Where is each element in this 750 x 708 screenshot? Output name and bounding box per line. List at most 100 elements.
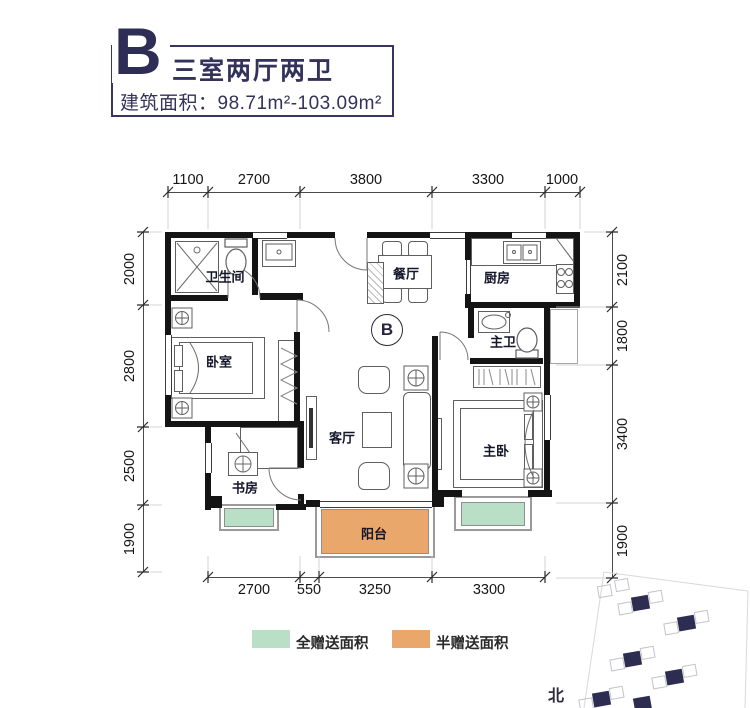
dim-right-0: 2100 [615,253,631,287]
stove [556,264,574,294]
room-label-balcony: 阳台 [360,526,388,542]
ceiling-lamp-icons [171,307,543,489]
wall-segment [260,293,303,300]
area-label: 建筑面积： [120,93,218,114]
room-label-master-bath: 主卫 [489,334,517,350]
sliding-door [320,501,432,508]
wall-segment [470,358,543,364]
window [205,443,212,473]
dim-top-0: 1100 [172,172,204,188]
wall-segment [205,496,222,508]
legend-swatch-full-gift [252,630,290,648]
bed-pillow [174,370,183,392]
dim-bottom-3: 3300 [472,582,506,598]
area-value: 98.71m²-103.09m² [217,93,382,114]
wall-segment [165,232,253,238]
wall-segment [252,238,258,295]
wall-segment [205,473,211,510]
wall-segment [294,295,300,300]
hanger-marks [279,347,536,405]
legend-label-half-gift: 半赠送面积 [436,636,509,652]
area-line: 建筑面积：98.71m²-103.09m² [120,88,382,115]
wall-segment [165,421,304,427]
wall-segment [298,427,304,468]
bed-mattress [179,342,253,394]
wall-segment [432,336,438,501]
dim-bottom-2: 3250 [358,582,392,598]
room-label-living: 客厅 [328,430,356,446]
window [544,395,551,440]
toilet-icon [224,238,248,276]
legend-swatch-half-gift [392,630,430,648]
door-arcs [227,237,469,501]
north-label: 北 [548,688,565,705]
dim-top-3: 3300 [471,172,505,188]
master-bed-pillow [524,414,533,440]
sofa [403,392,431,470]
wall-segment [438,490,444,507]
master-bed-mattress [460,408,534,480]
wall-segment [574,232,580,308]
wall-segment [171,295,228,301]
unit-title: 三室两厅两卫 [172,57,335,85]
wall-segment [465,302,580,308]
misc-furniture-lines [189,342,535,479]
dim-bottom-1: 550 [296,582,322,598]
dim-top-1: 2700 [237,172,271,188]
dim-top-2: 3800 [349,172,383,188]
main-balcony-gift-area [321,509,429,554]
site-plan [578,571,749,708]
dim-line-top [168,192,580,193]
dim-line-bottom [208,577,545,578]
wall-segment [468,308,474,338]
extension-lines [150,199,606,579]
wall-segment [465,232,471,260]
dim-right-1: 1800 [615,319,631,353]
wall-segment [294,332,300,427]
room-label-dining: 餐厅 [392,266,420,282]
ac-platform [550,309,578,364]
dim-left-0: 2000 [122,252,138,286]
wall-segment [468,232,512,238]
wall-segment [528,490,552,497]
dim-right-3: 1900 [615,524,631,558]
room-label-bedroom: 卧室 [205,354,233,370]
entry-cabinet [367,262,384,304]
window [430,232,468,239]
window [253,232,287,239]
room-label-master-bedroom: 主卧 [482,443,510,459]
unit-marker-letter: B [380,320,394,339]
wall-segment [440,490,462,497]
dining-chair [408,241,428,256]
wall-segment [287,232,335,238]
dim-left-2: 2500 [122,449,138,483]
wall-segment [205,427,211,443]
room-label-kitchen: 厨房 [483,270,511,286]
wall-segment [165,232,171,335]
bed-pillow [174,345,183,367]
window [512,232,546,239]
master-balcony-gift-area [461,502,525,526]
wall-segment [465,294,471,302]
dining-table [378,255,432,289]
dim-bottom-0: 2700 [237,582,271,598]
dim-top-4: 1000 [545,172,579,188]
study-balcony-gift-area [224,508,274,527]
kitchen-sink [503,241,541,264]
wall-segment [432,500,440,507]
kitchen-sliding-door [466,260,471,296]
tv-screen [309,408,313,448]
dim-line-left [143,232,144,572]
dim-ticks [137,186,618,584]
wall-segment [306,500,320,507]
basin-icon [265,243,511,330]
dining-chair [408,288,428,303]
wall-segment [544,440,550,497]
dim-left-1: 2800 [122,349,138,383]
armchair [358,366,390,394]
window [165,335,172,395]
dim-right-2: 3400 [615,417,631,451]
dining-chair [382,241,402,256]
kitchen-icons [506,237,575,288]
